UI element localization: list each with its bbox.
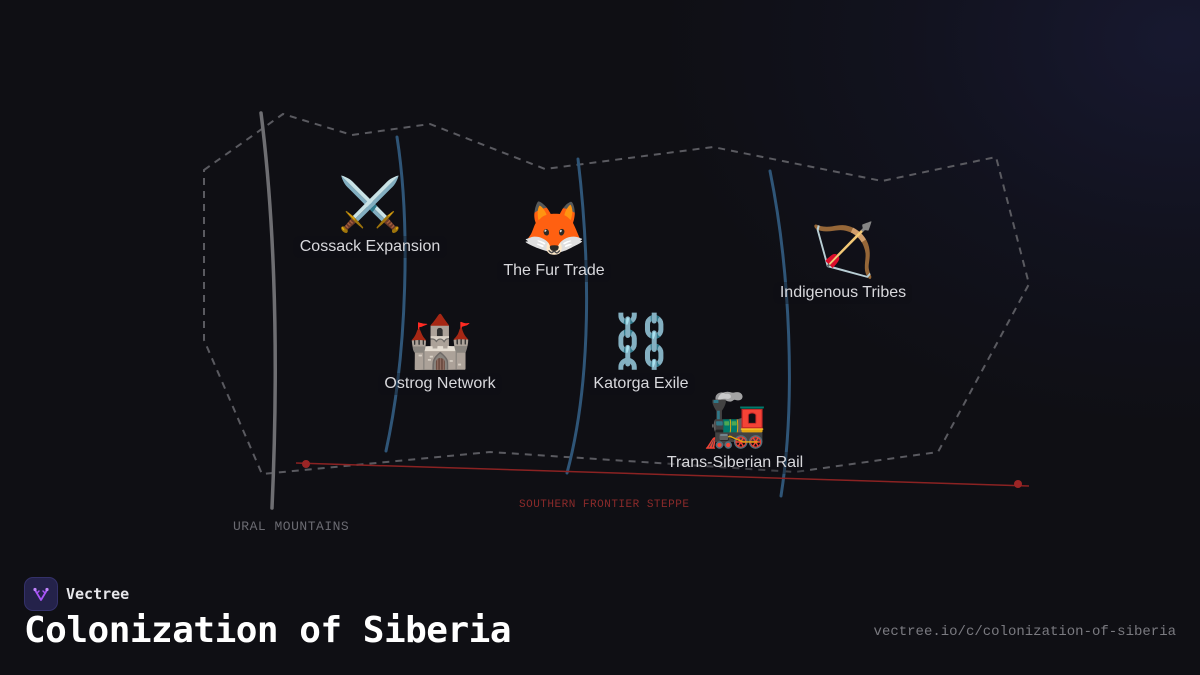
river-line-lena	[768, 169, 791, 498]
bow-and-arrow-icon: 🏹	[810, 221, 876, 281]
brand-name: Vectree	[66, 585, 130, 603]
node-label: Katorga Exile	[587, 373, 695, 395]
node-trans-siberian-rail[interactable]: 🚂 Trans-Siberian Rail	[660, 391, 810, 474]
node-cossack-expansion[interactable]: ⚔️ Cossack Expansion	[293, 175, 447, 258]
chains-icon: ⛓️	[608, 312, 674, 372]
crossed-swords-icon: ⚔️	[337, 175, 403, 235]
node-indigenous-tribes[interactable]: 🏹 Indigenous Tribes	[773, 221, 913, 304]
frontier-point-east	[1014, 480, 1022, 488]
territory-border	[203, 112, 1031, 476]
vectree-logo-icon	[24, 577, 58, 611]
river-line-ob	[384, 135, 407, 453]
locomotive-icon: 🚂	[702, 391, 768, 451]
node-fur-trade[interactable]: 🦊 The Fur Trade	[497, 199, 611, 282]
page-url[interactable]: vectree.io/c/colonization-of-siberia	[873, 624, 1176, 640]
node-ostrog-network[interactable]: 🏰 Ostrog Network	[378, 312, 502, 395]
node-label: Ostrog Network	[378, 373, 502, 395]
node-label: Trans-Siberian Rail	[660, 452, 810, 474]
node-katorga-exile[interactable]: ⛓️ Katorga Exile	[587, 312, 695, 395]
frontier-point-west	[302, 460, 310, 468]
page-title: Colonization of Siberia	[24, 610, 512, 651]
ural-mountains-line	[259, 111, 277, 510]
node-label: The Fur Trade	[497, 260, 611, 282]
fox-icon: 🦊	[521, 199, 587, 259]
brand[interactable]: Vectree	[24, 577, 129, 611]
castle-icon: 🏰	[407, 312, 473, 372]
node-label: Indigenous Tribes	[773, 282, 913, 304]
node-label: Cossack Expansion	[293, 236, 447, 258]
southern-frontier-label: SOUTHERN FRONTIER STEPPE	[519, 499, 690, 511]
ural-mountains-label: URAL MOUNTAINS	[233, 519, 350, 534]
southern-frontier-line	[295, 462, 1030, 487]
river-line-yenisei	[565, 157, 589, 475]
